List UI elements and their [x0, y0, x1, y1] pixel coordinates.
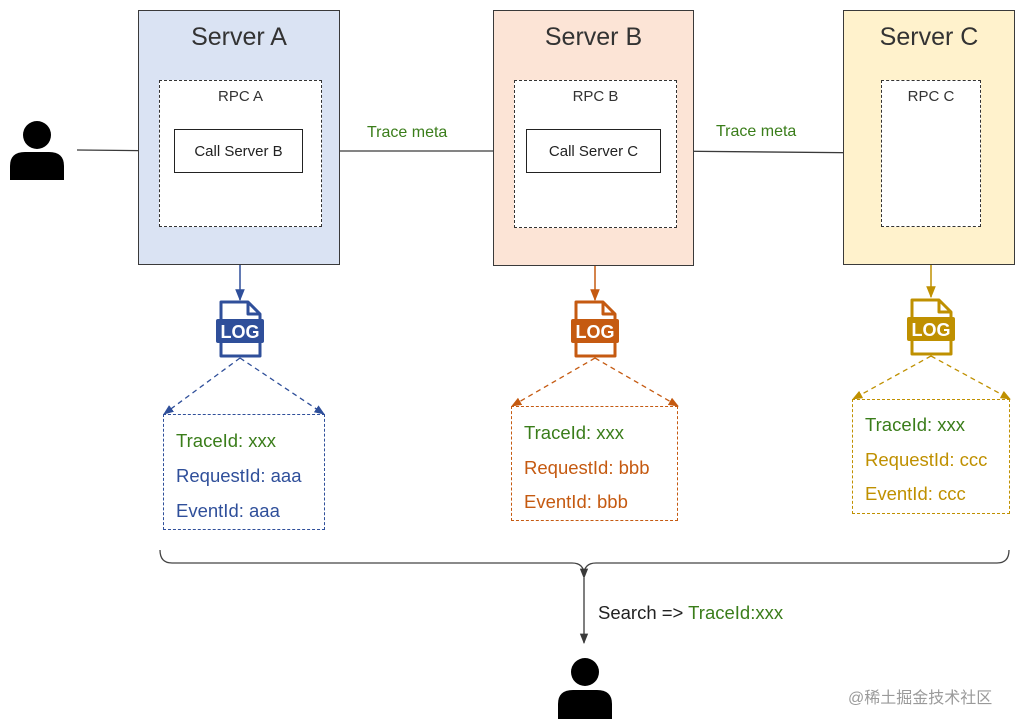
log-fan-a: [163, 357, 325, 415]
log-event-id: EventId: ccc: [865, 483, 966, 504]
watermark: @稀土掘金技术社区: [848, 690, 993, 707]
log-panel-a: TraceId: xxx RequestId: aaa EventId: aaa: [163, 414, 325, 530]
log-trace-id: TraceId: xxx: [865, 414, 966, 435]
call-server-b-box: Call Server B: [174, 129, 303, 173]
log-fan-c: [852, 355, 1011, 400]
trace-meta-label-b-c: Trace meta: [716, 123, 797, 140]
user-icon: [558, 658, 612, 719]
log-file-icon: LOG: [907, 298, 955, 356]
log-icon-text: LOG: [576, 322, 615, 342]
server-a-title: Server A: [191, 23, 287, 51]
call-server-c-box: Call Server C: [526, 129, 661, 173]
log-request-id: RequestId: bbb: [524, 457, 650, 478]
log-icon-text: LOG: [912, 320, 951, 340]
log-request-id: RequestId: ccc: [865, 449, 988, 470]
log-panel-b: TraceId: xxx RequestId: bbb EventId: bbb: [511, 406, 678, 521]
server-b-title: Server B: [544, 23, 643, 51]
log-icon-text: LOG: [221, 322, 260, 342]
log-event-id: EventId: bbb: [524, 491, 628, 512]
log-file-icon: LOG: [216, 300, 264, 358]
rpc-c-box: RPC C: [881, 80, 981, 227]
server-c-title: Server C: [879, 23, 979, 51]
log-trace-id: TraceId: xxx: [176, 430, 277, 451]
search-prefix: Search =>: [598, 602, 689, 623]
user-icon: [10, 121, 64, 180]
log-panel-c: TraceId: xxx RequestId: ccc EventId: ccc: [852, 399, 1010, 514]
rpc-a-title: RPC A: [217, 88, 263, 105]
search-trace-id: TraceId:xxx: [688, 602, 784, 623]
rpc-b-title: RPC B: [572, 88, 619, 105]
search-query-label: Search => TraceId:xxx: [598, 602, 783, 624]
log-request-id: RequestId: aaa: [176, 465, 302, 486]
log-event-id: EventId: aaa: [176, 500, 280, 521]
rpc-c-title: RPC C: [907, 88, 955, 105]
log-fan-b: [511, 357, 679, 407]
grouping-brace: [159, 549, 1010, 576]
log-trace-id: TraceId: xxx: [524, 422, 625, 443]
trace-meta-label-a-b: Trace meta: [367, 124, 448, 141]
log-file-icon: LOG: [571, 300, 619, 358]
